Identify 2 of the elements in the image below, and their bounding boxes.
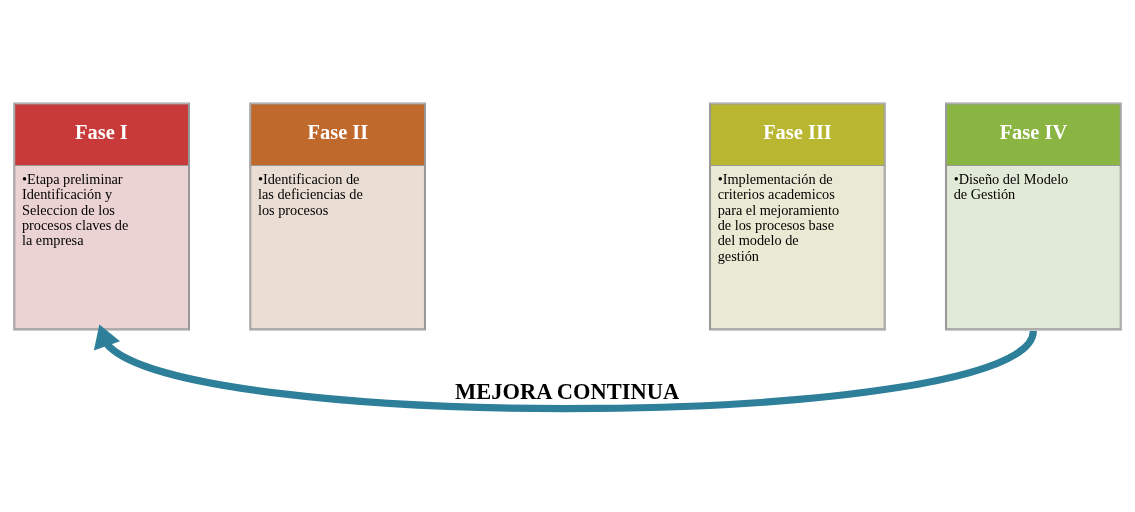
arrow <box>93 324 1037 412</box>
edge-label: MEJORA CONTINUA <box>455 378 680 404</box>
